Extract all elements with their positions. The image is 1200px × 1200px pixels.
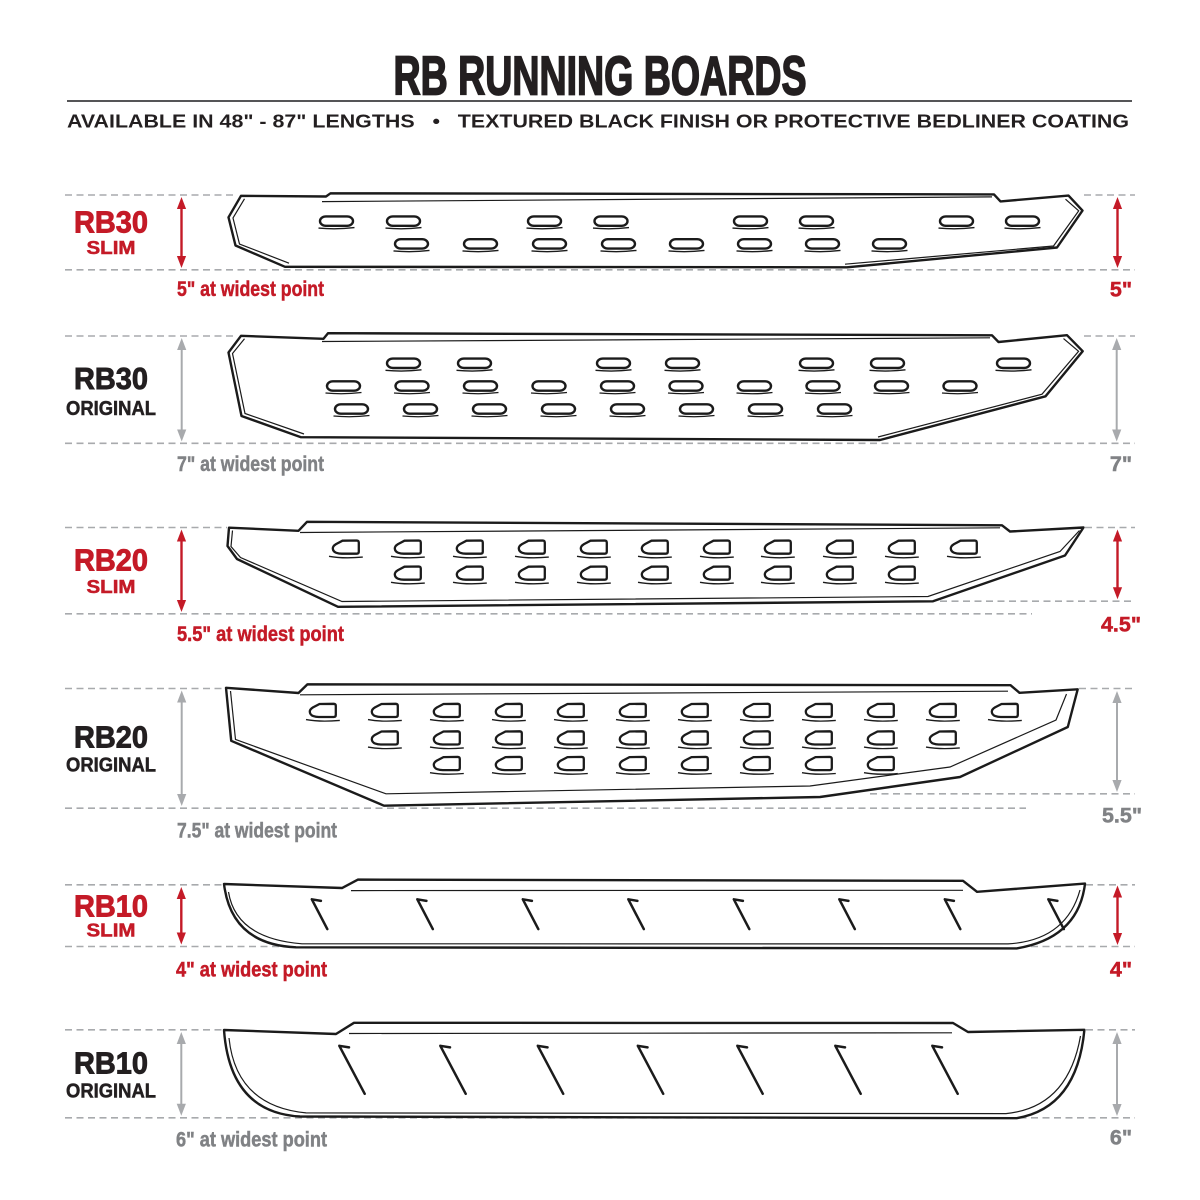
svg-text:RB RUNNING BOARDS: RB RUNNING BOARDS [394,45,807,107]
svg-text:ORIGINAL: ORIGINAL [66,754,156,777]
svg-text:ORIGINAL: ORIGINAL [66,1080,156,1103]
svg-text:RB20: RB20 [74,721,148,755]
svg-text:AVAILABLE IN 48" - 87" LENGTHS: AVAILABLE IN 48" - 87" LENGTHS • TEXTURE… [67,111,1129,132]
svg-text:RB30: RB30 [74,206,148,240]
svg-text:RB10: RB10 [74,890,148,924]
svg-text:7" at widest point: 7" at widest point [177,452,324,476]
svg-text:ORIGINAL: ORIGINAL [66,397,156,420]
svg-text:SLIM: SLIM [87,577,136,597]
svg-text:SLIM: SLIM [87,921,136,941]
svg-text:5.5": 5.5" [1102,804,1142,828]
svg-text:4": 4" [1110,958,1132,982]
svg-text:RB10: RB10 [74,1047,148,1081]
svg-text:7.5" at widest point: 7.5" at widest point [177,819,337,843]
svg-text:5": 5" [1110,278,1132,302]
svg-text:6" at widest point: 6" at widest point [176,1128,327,1152]
svg-text:7": 7" [1110,452,1132,476]
svg-text:RB20: RB20 [74,544,148,578]
svg-text:5.5" at widest point: 5.5" at widest point [177,622,344,646]
svg-text:4" at widest point: 4" at widest point [176,958,327,982]
svg-text:4.5": 4.5" [1101,613,1141,637]
svg-text:SLIM: SLIM [87,238,136,258]
svg-text:5" at widest point: 5" at widest point [177,277,324,301]
svg-text:RB30: RB30 [74,362,148,396]
svg-text:6": 6" [1110,1125,1132,1149]
